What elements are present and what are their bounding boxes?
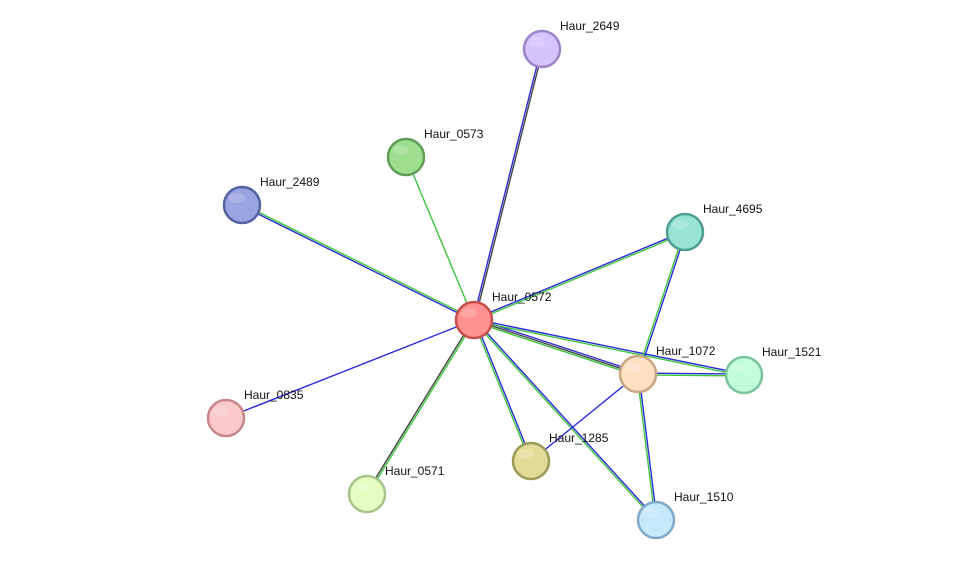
node-label-haur-1285: Haur_1285 xyxy=(549,431,609,445)
node-haur-1521[interactable]: Haur_1521 xyxy=(724,345,822,395)
node-highlight-haur-1285 xyxy=(518,449,534,459)
node-label-haur-4695: Haur_4695 xyxy=(703,202,763,216)
node-highlight-haur-2649 xyxy=(529,37,545,47)
node-highlight-haur-4695 xyxy=(672,220,688,230)
edge-haur-0572-haur-2489-0 xyxy=(241,205,474,322)
node-circle-haur-0571[interactable] xyxy=(347,474,387,514)
node-highlight-haur-1521 xyxy=(731,363,747,373)
edge-haur-0572-haur-1285-1 xyxy=(472,320,531,462)
edge-haur-0572-haur-1285-0 xyxy=(474,319,533,461)
edge-haur-0572-haur-2489-1 xyxy=(242,203,475,320)
edge-haur-0572-haur-1521-1 xyxy=(473,320,744,377)
node-label-haur-1521: Haur_1521 xyxy=(762,345,822,359)
node-circle-haur-4695[interactable] xyxy=(665,212,705,252)
edge-haur-4695-haur-1072-1 xyxy=(636,231,685,374)
node-circle-haur-0835[interactable] xyxy=(206,398,246,438)
edge-haur-0572-haur-1521-0 xyxy=(474,318,745,375)
node-highlight-haur-1510 xyxy=(643,508,659,518)
edge-haur-0572-haur-0835-0 xyxy=(225,319,475,419)
edge-haur-0572-haur-1072-2 xyxy=(473,321,638,377)
node-circle-haur-1521[interactable] xyxy=(724,355,764,395)
node-haur-0835[interactable]: Haur_0835 xyxy=(206,388,304,438)
node-haur-4695[interactable]: Haur_4695 xyxy=(665,202,763,252)
edge-haur-1072-haur-1285-0 xyxy=(530,373,639,462)
node-haur-0571[interactable]: Haur_0571 xyxy=(347,464,445,514)
node-label-haur-0572: Haur_0572 xyxy=(492,290,552,304)
node-haur-1510[interactable]: Haur_1510 xyxy=(636,490,734,540)
edge-haur-4695-haur-1072-0 xyxy=(638,232,687,375)
node-haur-0572[interactable]: Haur_0572 xyxy=(454,290,552,340)
edges-layer xyxy=(225,48,745,522)
edge-haur-0572-haur-0571-1 xyxy=(365,319,474,494)
edge-haur-0572-haur-4695-0 xyxy=(473,230,685,320)
node-label-haur-1510: Haur_1510 xyxy=(674,490,734,504)
node-circle-haur-0573[interactable] xyxy=(386,137,426,177)
node-label-haur-0571: Haur_0571 xyxy=(385,464,445,478)
node-highlight-haur-0835 xyxy=(213,406,229,416)
edge-haur-0572-haur-2649-0 xyxy=(472,48,542,320)
node-highlight-haur-2489 xyxy=(229,193,245,203)
node-highlight-haur-0573 xyxy=(393,145,409,155)
node-haur-2649[interactable]: Haur_2649 xyxy=(522,19,620,69)
node-label-haur-2649: Haur_2649 xyxy=(560,19,620,33)
edge-haur-0572-haur-4695-1 xyxy=(474,232,686,322)
node-circle-haur-2489[interactable] xyxy=(222,185,262,225)
node-label-haur-2489: Haur_2489 xyxy=(260,175,320,189)
node-circle-haur-2649[interactable] xyxy=(522,29,562,69)
node-haur-1285[interactable]: Haur_1285 xyxy=(511,431,609,481)
node-label-haur-0835: Haur_0835 xyxy=(244,388,304,402)
nodes-layer: Haur_0572 Haur_2649Haur_0573Haur_2489Haur… xyxy=(206,19,822,540)
node-haur-0573[interactable]: Haur_0573 xyxy=(386,127,484,177)
edge-haur-0572-haur-0573-0 xyxy=(405,156,475,321)
node-circle-haur-1072[interactable] xyxy=(618,354,658,394)
node-circle-haur-0572[interactable] xyxy=(454,300,494,340)
node-highlight-haur-0572 xyxy=(461,308,477,318)
node-highlight-haur-0571 xyxy=(354,482,370,492)
edge-haur-0572-haur-1510-0 xyxy=(474,318,658,520)
node-label-haur-1072: Haur_1072 xyxy=(656,344,716,358)
edge-haur-0572-haur-0571-0 xyxy=(367,320,476,495)
node-haur-1072[interactable]: Haur_1072 xyxy=(618,344,716,394)
edge-haur-0572-haur-1072-1 xyxy=(473,319,639,375)
edge-haur-1072-haur-1510-0 xyxy=(638,373,658,520)
node-highlight-haur-1072 xyxy=(625,362,641,372)
edge-haur-0572-haur-2649-1 xyxy=(474,49,544,321)
node-circle-haur-1510[interactable] xyxy=(636,500,676,540)
node-haur-2489[interactable]: Haur_2489 xyxy=(222,175,320,225)
edge-haur-0572-haur-1510-1 xyxy=(472,320,656,522)
node-circle-haur-1285[interactable] xyxy=(511,441,551,481)
edge-haur-1072-haur-1510-1 xyxy=(636,374,656,521)
node-label-haur-0573: Haur_0573 xyxy=(424,127,484,141)
